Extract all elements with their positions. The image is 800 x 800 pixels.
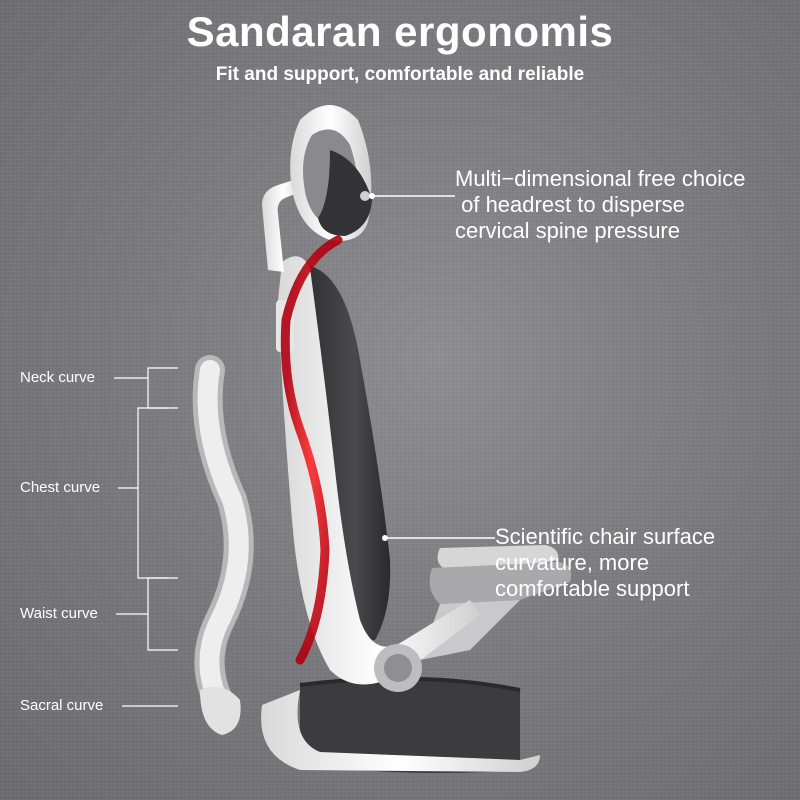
spine-skeleton <box>192 355 254 735</box>
backrest-mesh <box>300 265 391 645</box>
tilt-knob <box>374 644 422 692</box>
seat-callout-text: Scientific chair surface curvature, more… <box>495 524 716 601</box>
headrest <box>290 105 372 241</box>
waist-curve-label: Waist curve <box>20 605 98 622</box>
neck-curve-label: Neck curve <box>20 369 96 386</box>
page-subtitle: Fit and support, comfortable and reliabl… <box>215 64 585 85</box>
armrest <box>420 545 572 660</box>
chest-curve-label: Chest curve <box>20 479 101 496</box>
sacral-curve-label: Sacral curve <box>20 697 104 714</box>
headrest-callout-text: Multi−dimensional free choice of headres… <box>455 166 746 243</box>
curve-brackets <box>114 367 178 707</box>
seat-base <box>261 676 540 774</box>
backrest-frame <box>278 256 480 685</box>
spine-highlight <box>280 235 343 665</box>
headrest-arm <box>262 178 305 272</box>
page-title: Sandaran ergonomis <box>186 8 614 55</box>
